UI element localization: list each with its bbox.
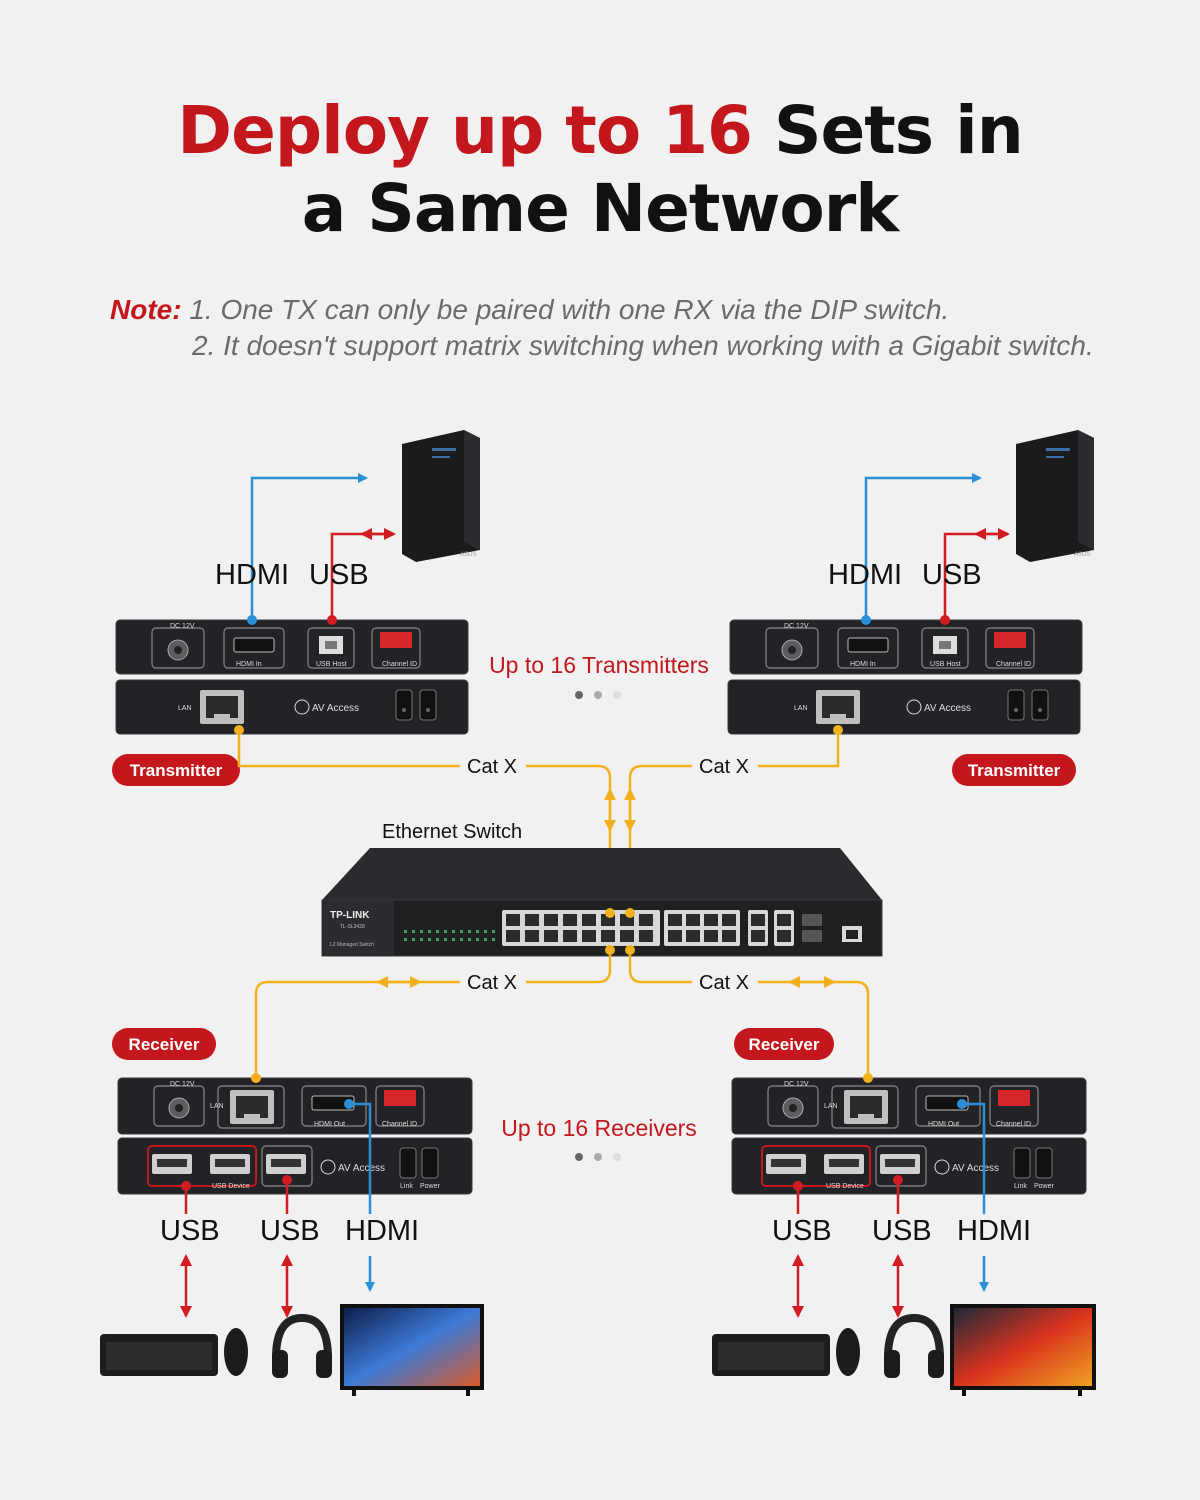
svg-text:L2 Managed Switch: L2 Managed Switch [330,942,374,948]
svg-text:DC 12V: DC 12V [170,1081,195,1088]
receiver-left-bottom: USB Device AV Access Link Power [117,1137,473,1195]
hdmi-line-tx-left [250,473,368,620]
receiver-right-bottom: USB Device AV Access Link Power [731,1137,1087,1195]
av-access-logo-rx-right: AV Access [952,1163,999,1174]
svg-text:Channel ID: Channel ID [996,1121,1031,1128]
receiver-left-top: DC 12V LAN HDMI Out Channel ID [117,1077,473,1135]
hdmi-label-rx-right: HDMI [957,1215,1031,1247]
note-line-2: 2. It doesn't support matrix switching w… [192,330,1094,361]
svg-text:USB Device: USB Device [826,1183,864,1190]
svg-text:DC 12V: DC 12V [170,623,195,630]
hdmi-label-tx-left: HDMI [215,559,289,591]
svg-text:Power: Power [1034,1183,1055,1190]
usb-label-rx-left-1: USB [160,1215,220,1247]
monitor-left-icon [340,1304,484,1396]
svg-text:Channel ID: Channel ID [382,1121,417,1128]
page-title: Deploy up to 16 Sets in a Same Network [0,92,1200,248]
hdmi-line-tx-right [864,473,982,620]
usb-label-rx-left-2: USB [260,1215,320,1247]
title-line1-rest: Sets in [751,92,1024,169]
hdmi-label-rx-left: HDMI [345,1215,419,1247]
mouse-left [224,1328,248,1376]
transmitter-badge-right [952,754,1076,786]
title-highlight: Deploy up to 16 [177,92,753,169]
cat-line-tx-left [237,730,460,768]
svg-text:HDMI Out: HDMI Out [314,1121,345,1128]
svg-text:LAN: LAN [824,1103,838,1110]
switch-brand: TP-LINK [330,910,370,921]
note-label: Note: [110,294,182,325]
cat-label-tx-right: Cat X [699,756,749,778]
svg-text:HDMI Out: HDMI Out [928,1121,959,1128]
svg-text:Power: Power [420,1183,441,1190]
svg-text:Channel ID: Channel ID [382,661,417,668]
svg-text:USB Device: USB Device [212,1183,250,1190]
svg-text:HDMI In: HDMI In [236,661,262,668]
ethernet-switch-icon: TP-LINK TL-SL3428 L2 Managed Switch [321,848,883,957]
transmitter-left-bottom: LAN AV Access [115,679,469,735]
transmitter-badge-left-label: Transmitter [130,761,223,780]
cat-line-tx-right [758,730,840,768]
pc-tower-left [402,430,480,562]
cat-label-tx-left: Cat X [467,756,517,778]
svg-text:Link: Link [1014,1183,1027,1190]
hdmi-label-tx-right: HDMI [828,559,902,591]
transmitter-right-top: DC 12V HDMI In USB Host Channel ID [729,619,1083,675]
usb-label-tx-left: USB [309,559,369,591]
note-line-1: 1. One TX can only be paired with one RX… [189,294,950,325]
svg-text:DC 12V: DC 12V [784,623,809,630]
monitor-right-icon [950,1304,1096,1396]
headset-left [272,1318,332,1378]
receiver-badge-left-label: Receiver [129,1035,200,1054]
cat-line-rx-left [526,950,612,984]
av-access-logo-tx-right: AV Access [924,703,971,714]
receiver-badge-right-label: Receiver [749,1035,820,1054]
keyboard-left [100,1334,218,1376]
transmitter-badge-right-label: Transmitter [968,761,1061,780]
svg-text:LAN: LAN [210,1103,224,1110]
cat-label-rx-right: Cat X [699,972,749,994]
up-to-16-transmitters-label: Up to 16 Transmitters [489,652,709,678]
keyboard-right [712,1334,830,1376]
receiver-badge-right [734,1028,834,1060]
svg-text:HDMI In: HDMI In [850,661,876,668]
transmitter-right-bottom: LAN AV Access [727,679,1081,735]
usb-label-tx-right: USB [922,559,982,591]
receiver-right-top: DC 12V LAN HDMI Out Channel ID [731,1077,1087,1135]
pc-tower-right [1016,430,1094,562]
usb-label-rx-right-1: USB [772,1215,832,1247]
svg-text:LAN: LAN [178,705,192,712]
receiver-badge-left [112,1028,216,1060]
svg-text:USB Host: USB Host [930,661,961,668]
pc-brand-right: ASUS [1074,552,1090,558]
av-access-logo-rx-left: AV Access [338,1163,385,1174]
svg-text:LAN: LAN [794,705,808,712]
usb-label-rx-right-2: USB [872,1215,932,1247]
note-block: Note: 1. One TX can only be paired with … [110,292,1094,364]
pc-brand-left: ASUS [460,552,476,558]
cat-line-rx-right [628,950,692,984]
svg-text:Link: Link [400,1183,413,1190]
svg-text:Channel ID: Channel ID [996,661,1031,668]
svg-text:DC 12V: DC 12V [784,1081,809,1088]
transmitter-left-top: DC 12V HDMI In USB Host Channel ID [115,619,469,675]
headset-right [884,1318,944,1378]
cat-label-rx-left: Cat X [467,972,517,994]
title-line2: a Same Network [301,170,899,247]
transmitter-badge-left [112,754,240,786]
svg-text:USB Host: USB Host [316,661,347,668]
up-to-16-receivers-label: Up to 16 Receivers [501,1115,697,1141]
av-access-logo-tx-left: AV Access [312,703,359,714]
mouse-right [836,1328,860,1376]
ethernet-switch-label: Ethernet Switch [382,821,522,843]
svg-text:TL-SL3428: TL-SL3428 [340,924,365,930]
